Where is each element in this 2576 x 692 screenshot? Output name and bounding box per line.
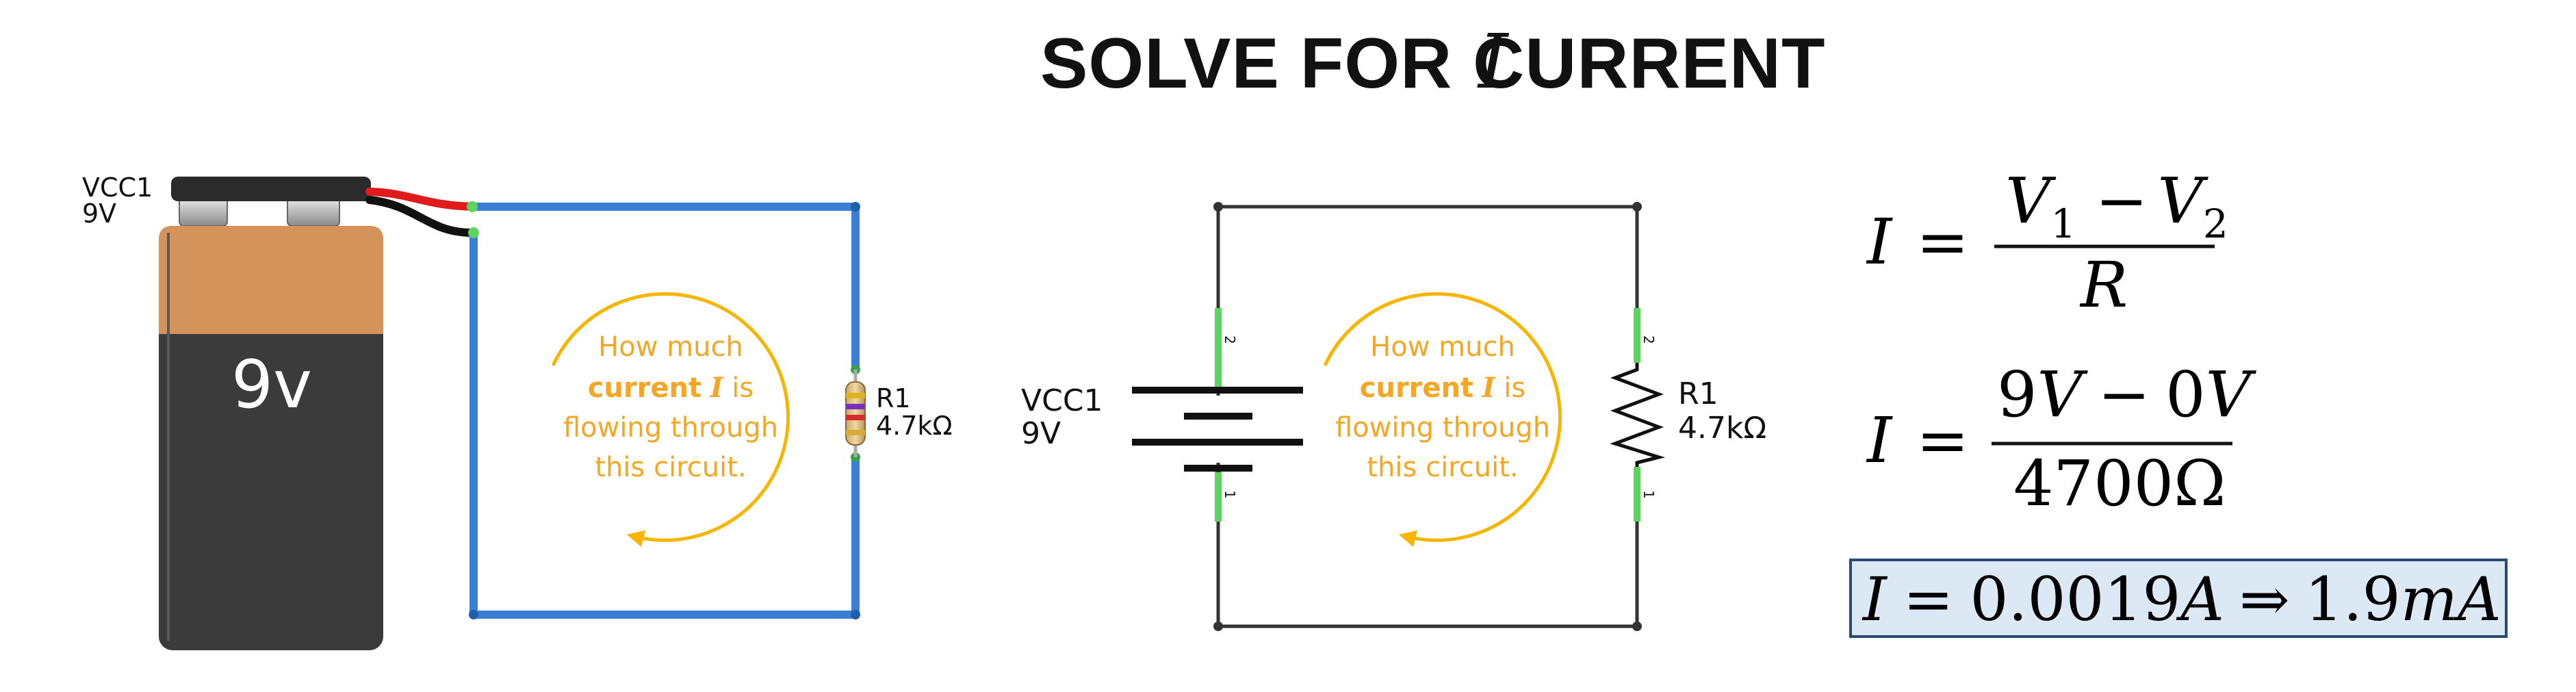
resistor-label-value: 4.7kΩ	[876, 411, 952, 441]
equations: I = V1−V2 R I = 9V−0V 4700Ω I=0.0019A⇒1.…	[1849, 164, 2508, 638]
black-lead	[365, 196, 476, 237]
eq2-num: 9V−0V	[1997, 358, 2257, 431]
equation-ohms-law: I = V1−V2 R	[1866, 164, 2228, 322]
eq1-den: R	[2079, 248, 2128, 322]
eq1-equals: =	[1916, 205, 1969, 279]
equation-substituted: I = 9V−0V 4700Ω	[1866, 358, 2257, 520]
result-equation: I=0.0019A⇒1.9mA	[1862, 564, 2501, 635]
wire-bottom	[469, 233, 860, 619]
snote-line4: this circuit.	[1367, 452, 1518, 483]
breadboard-resistor	[845, 370, 866, 457]
schematic-battery-label-name: VCC1	[1021, 383, 1103, 418]
result-box: I=0.0019A⇒1.9mA	[1849, 559, 2508, 638]
schematic-resistor: 2 1	[1610, 308, 1666, 522]
snote-line2: current I is	[1360, 372, 1525, 404]
page-title: SOLVE FOR CURRENT I	[1040, 18, 1826, 105]
schematic-resistor-label-value: 4.7kΩ	[1678, 411, 1766, 446]
breadboard-view: VCC1 9V 9v	[82, 172, 952, 650]
note-line4: this circuit.	[595, 452, 746, 483]
current-loop-arrow	[551, 292, 790, 548]
battery-face-text: 9v	[231, 346, 312, 423]
battery-clip	[171, 177, 371, 201]
red-lead	[365, 188, 476, 211]
snote-line3: flowing through	[1335, 412, 1550, 444]
result-box-background	[1849, 559, 2508, 638]
eq1-lhs: I	[1866, 205, 1893, 279]
eq2-den: 4700Ω	[2013, 447, 2226, 520]
eq2-equals: =	[1916, 404, 1969, 477]
eq1-num: V1−V2	[2005, 164, 2228, 247]
note-line1: How much	[598, 331, 743, 363]
schematic-battery-label-value: 9V	[1021, 416, 1061, 451]
battery-label-name: VCC1	[82, 172, 153, 203]
schematic-wire-bottom	[1216, 522, 1639, 628]
battery-top-band	[159, 226, 383, 334]
breadboard-wires	[467, 201, 860, 619]
battery-pin-bottom: 1	[1222, 490, 1238, 499]
battery-label-value: 9V	[82, 198, 116, 229]
resistor-pin-top: 2	[1640, 335, 1657, 344]
battery-pin-top: 2	[1222, 335, 1238, 344]
resistor-pin-bottom: 1	[1640, 490, 1657, 499]
note-line3: flowing through	[563, 412, 778, 444]
title-variable: I	[1477, 18, 1510, 105]
schematic-resistor-label-name: R1	[1678, 376, 1718, 411]
schematic-view: 2 1 VCC1 9V 2 1 R1 4.7kΩ How much curren…	[1021, 202, 1766, 631]
schematic-current-note: How much current I is flowing through th…	[1335, 331, 1550, 483]
resistor-label-name: R1	[876, 383, 911, 413]
snote-line1: How much	[1370, 331, 1515, 363]
current-note: How much current I is flowing through th…	[563, 331, 778, 483]
schematic-current-loop-arrow	[1323, 292, 1562, 548]
schematic-battery: 2 1	[1132, 308, 1303, 522]
battery-9v: 9v	[159, 177, 383, 650]
eq2-lhs: I	[1866, 404, 1893, 477]
schematic-wire-top	[1216, 205, 1639, 308]
title-text: SOLVE FOR CURRENT	[1040, 24, 1826, 103]
note-line2: current I is	[588, 372, 754, 404]
